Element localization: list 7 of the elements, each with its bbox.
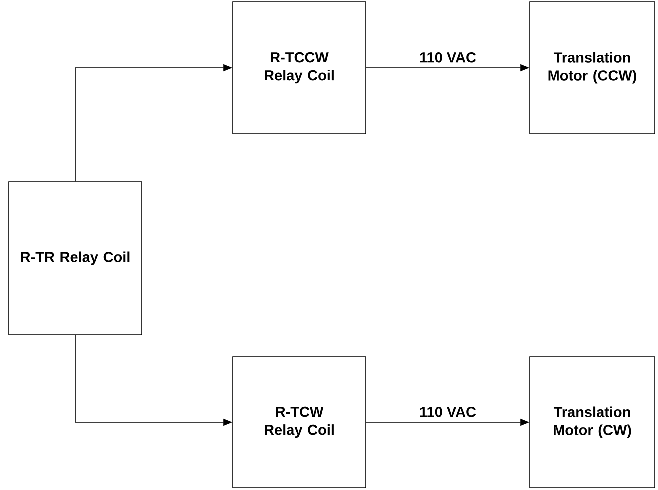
relay-box: R-TCCW Relay Coil bbox=[232, 2, 366, 134]
relay-box: R-TCW Relay Coil bbox=[232, 356, 366, 488]
edge-label: 110 VAC bbox=[418, 52, 478, 64]
edge-label: 110 VAC bbox=[418, 406, 478, 418]
relay-box: Translation Motor (CCW) bbox=[530, 2, 656, 134]
relay-box: R-TR Relay Coil bbox=[8, 182, 142, 336]
relay-box: Translation Motor (CW) bbox=[530, 356, 656, 488]
